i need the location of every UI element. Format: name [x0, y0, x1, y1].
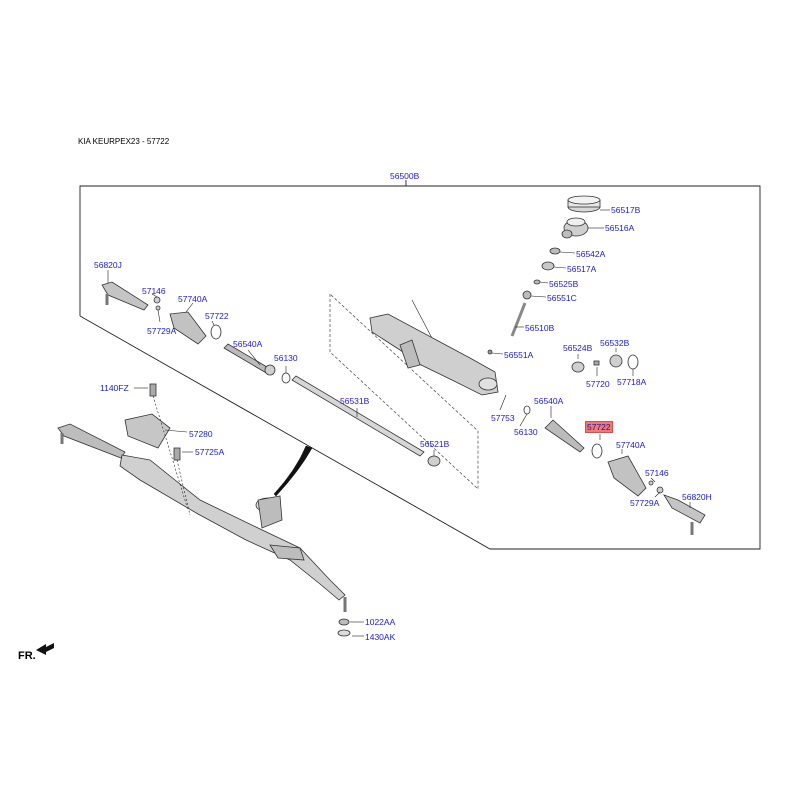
- label-57740A-left[interactable]: 57740A: [178, 294, 208, 304]
- label-56542A[interactable]: 56542A: [576, 249, 606, 259]
- pinion-parts: [487, 195, 601, 355]
- label-57146-right[interactable]: 57146: [645, 468, 669, 478]
- label-56525B[interactable]: 56525B: [549, 279, 579, 289]
- label-56540A-left[interactable]: 56540A: [233, 339, 263, 349]
- label-57729A-left[interactable]: 57729A: [147, 326, 177, 336]
- right-tie-parts: [523, 354, 706, 535]
- label-56130-left[interactable]: 56130: [274, 353, 298, 363]
- assembly-leader-lines: [134, 387, 364, 637]
- label-1022AA[interactable]: 1022AA: [365, 617, 396, 627]
- label-57146-left[interactable]: 57146: [142, 286, 166, 296]
- label-57718A[interactable]: 57718A: [617, 377, 647, 387]
- label-56551C[interactable]: 56551C: [547, 293, 577, 303]
- label-56500B[interactable]: 56500B: [390, 171, 420, 181]
- label-57740A-right[interactable]: 57740A: [616, 440, 646, 450]
- leader-lines: [411, 209, 610, 355]
- label-57729A-right[interactable]: 57729A: [630, 498, 660, 508]
- left-leader-lines: [107, 270, 435, 456]
- label-57280[interactable]: 57280: [189, 429, 213, 439]
- label-56517B[interactable]: 56517B: [611, 205, 641, 215]
- label-56517A[interactable]: 56517A: [567, 264, 597, 274]
- label-57722-highlighted[interactable]: 57722: [585, 421, 613, 433]
- label-57753[interactable]: 57753: [491, 413, 515, 423]
- label-56130-right[interactable]: 56130: [514, 427, 538, 437]
- label-56540A-right[interactable]: 56540A: [534, 396, 564, 406]
- steering-gear-assembly: [57, 383, 351, 637]
- front-arrow-icon: [36, 643, 54, 655]
- label-56820J[interactable]: 56820J: [94, 260, 122, 270]
- label-56510B[interactable]: 56510B: [525, 323, 555, 333]
- pointer-arrow: [273, 445, 313, 497]
- front-direction-label: FR.: [18, 650, 36, 662]
- diagram-title: KIA KEURPEX23 - 57722: [78, 137, 170, 146]
- label-56521B[interactable]: 56521B: [420, 439, 450, 449]
- label-56524B[interactable]: 56524B: [563, 343, 593, 353]
- label-56531B[interactable]: 56531B: [340, 396, 370, 406]
- rack-housing: [369, 313, 499, 396]
- label-56820H[interactable]: 56820H: [682, 492, 712, 502]
- label-57725A[interactable]: 57725A: [195, 447, 225, 457]
- exploded-frame: [79, 180, 761, 550]
- right-leader-lines: [499, 348, 691, 508]
- left-tie-parts: [101, 281, 441, 467]
- label-56551A[interactable]: 56551A: [504, 350, 534, 360]
- label-57720[interactable]: 57720: [586, 379, 610, 389]
- label-1140FZ[interactable]: 1140FZ: [100, 383, 129, 393]
- label-57722-left[interactable]: 57722: [205, 311, 229, 321]
- label-1430AK[interactable]: 1430AK: [365, 632, 396, 642]
- label-56516A[interactable]: 56516A: [605, 223, 635, 233]
- label-56532B[interactable]: 56532B: [600, 338, 630, 348]
